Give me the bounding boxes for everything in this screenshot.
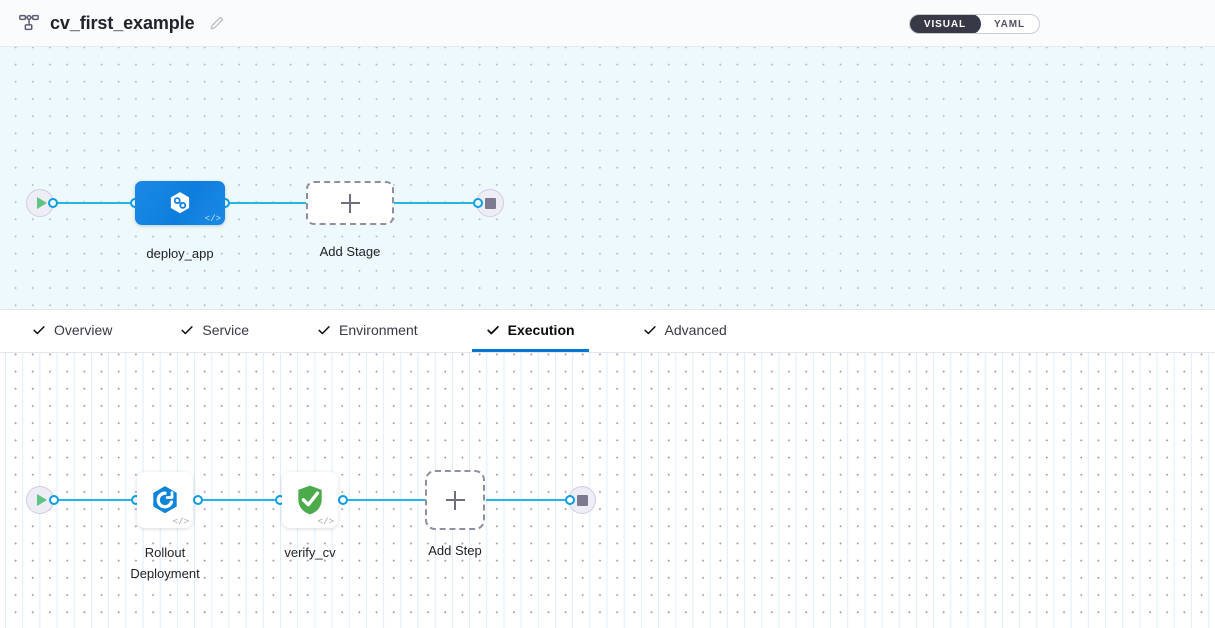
- play-icon: [36, 197, 47, 209]
- step-label-rollout-deployment: Rollout Deployment: [130, 545, 200, 581]
- add-step-button[interactable]: [425, 470, 485, 530]
- tab-advanced-label: Advanced: [664, 321, 727, 338]
- tab-execution[interactable]: Execution: [471, 310, 589, 352]
- check-icon: [318, 325, 330, 334]
- pencil-icon[interactable]: [209, 15, 225, 31]
- stage-canvas[interactable]: </> deploy_app Add Stage: [0, 47, 1215, 310]
- add-step-label: Add Step: [428, 543, 482, 558]
- step-rollout-out-port[interactable]: [193, 495, 203, 505]
- step-label-verify-cv: verify_cv: [284, 545, 336, 560]
- view-mode-toggle[interactable]: VISUAL YAML: [908, 14, 1040, 34]
- check-icon: [486, 325, 499, 334]
- stop-icon: [576, 494, 588, 506]
- app-header: cv_first_example VISUAL YAML: [0, 0, 1215, 47]
- stage-node-deploy-app[interactable]: </>: [135, 181, 225, 225]
- plus-icon: [445, 490, 465, 510]
- step-verify-out-port[interactable]: [338, 495, 348, 505]
- tab-environment-label: Environment: [339, 321, 418, 338]
- play-icon: [36, 494, 47, 506]
- edge-rollout-to-verify: [198, 499, 280, 501]
- tab-service[interactable]: Service: [166, 310, 263, 352]
- check-icon: [643, 325, 656, 334]
- tab-advanced[interactable]: Advanced: [629, 310, 741, 352]
- edge-add-stage-to-end: [394, 202, 482, 204]
- tab-execution-label: Execution: [507, 321, 575, 338]
- step-end-port[interactable]: [565, 495, 575, 505]
- check-icon: [33, 325, 45, 334]
- tab-service-label: Service: [202, 321, 250, 338]
- edge-start-to-deploy-app: [53, 202, 136, 204]
- stage-config-tabs[interactable]: Overview Service Environment Execution A…: [0, 310, 1215, 353]
- toggle-yaml[interactable]: YAML: [980, 15, 1039, 33]
- header-left-group: cv_first_example: [0, 12, 225, 34]
- stage-start-port[interactable]: [48, 198, 58, 208]
- toggle-visual[interactable]: VISUAL: [909, 15, 981, 33]
- step-code-badge-verify: </>: [317, 517, 334, 527]
- verify-shield-icon: [298, 485, 322, 515]
- edge-deploy-app-to-add-stage: [225, 202, 306, 204]
- edge-add-step-to-end: [486, 499, 571, 501]
- page-title: cv_first_example: [50, 12, 195, 33]
- edge-verify-to-add-step: [343, 499, 426, 501]
- stage-end-port[interactable]: [473, 198, 483, 208]
- tab-environment[interactable]: Environment: [303, 310, 432, 352]
- execution-steps-canvas[interactable]: </> Rollout Deployment </> verify_cv Add…: [0, 353, 1215, 628]
- step-code-badge-rollout: </>: [172, 517, 189, 527]
- plus-icon: [340, 193, 360, 213]
- rollout-deployment-icon: [153, 486, 177, 514]
- tab-overview-label: Overview: [54, 321, 113, 338]
- stage-graph: </> deploy_app Add Stage: [0, 47, 1215, 309]
- stage-code-badge: </>: [204, 214, 221, 224]
- step-node-rollout-deployment[interactable]: </>: [137, 472, 193, 528]
- stage-label-deploy-app: deploy_app: [146, 246, 214, 261]
- step-graph: </> Rollout Deployment </> verify_cv Add…: [0, 353, 1215, 628]
- add-stage-label: Add Stage: [319, 244, 381, 259]
- edge-start-to-rollout: [54, 499, 133, 501]
- step-start-port[interactable]: [49, 495, 59, 505]
- harness-hexagon-icon: [170, 192, 190, 214]
- stop-icon: [484, 197, 496, 209]
- add-stage-button[interactable]: [306, 181, 394, 225]
- tab-overview[interactable]: Overview: [18, 310, 126, 352]
- pipeline-icon: [19, 14, 39, 31]
- check-icon: [181, 325, 194, 334]
- step-node-verify-cv[interactable]: </>: [282, 472, 338, 528]
